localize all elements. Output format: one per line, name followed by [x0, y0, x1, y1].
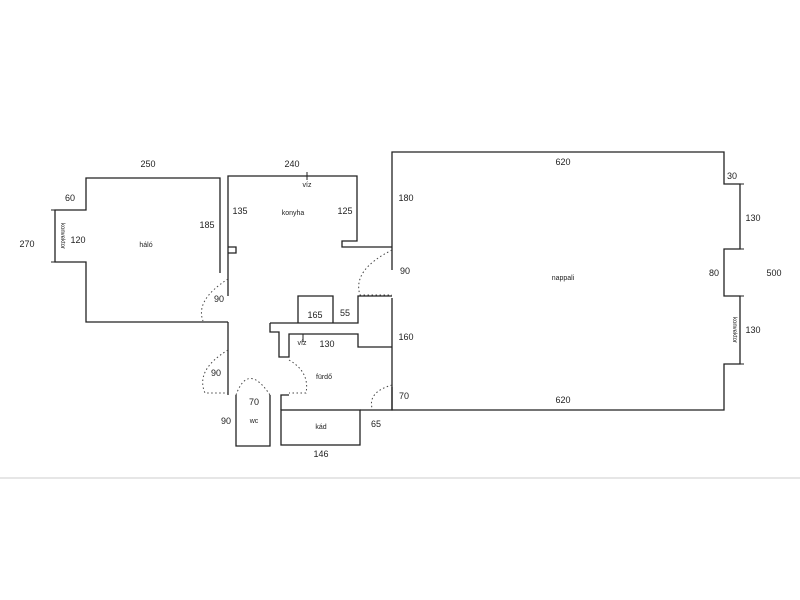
- dim-65: 65: [371, 419, 381, 429]
- room-label-wc: wc: [249, 418, 259, 425]
- room-label-halo: háló: [139, 242, 152, 249]
- dim-door-left-lower: 90: [211, 368, 221, 378]
- bathtub: [280, 409, 361, 446]
- wc-wall: [235, 395, 271, 447]
- dim-kad-146: 146: [313, 449, 328, 459]
- dim-nappali-130-lower: 130: [745, 325, 760, 335]
- label-viz-kitchen: víz: [303, 182, 312, 189]
- dim-door-nappali: 90: [400, 266, 410, 276]
- bedroom-wall: [54, 177, 228, 323]
- dim-door-70-top: 70: [249, 397, 259, 407]
- room-label-nappali: nappali: [552, 275, 575, 282]
- dim-160: 160: [398, 332, 413, 342]
- dim-nappali-bottom: 620: [555, 395, 570, 405]
- dim-box-165: 165: [307, 310, 322, 320]
- room-label-kad: kád: [315, 424, 326, 431]
- dim-door-halo: 90: [214, 294, 224, 304]
- dim-halo-top: 250: [140, 159, 155, 169]
- dim-wc-90: 90: [221, 416, 231, 426]
- bath-water-wall: [269, 323, 392, 358]
- dim-halo-right: 185: [199, 220, 214, 230]
- dim-konyha-right: 125: [337, 206, 352, 216]
- dim-nappali-left: 180: [398, 193, 413, 203]
- dim-nappali-top: 620: [555, 157, 570, 167]
- label-konvektor-halo: konvektor: [59, 223, 65, 249]
- dim-nappali-30: 30: [727, 171, 737, 181]
- dim-konyha-left: 135: [232, 206, 247, 216]
- door-swing-living: [358, 249, 393, 296]
- label-viz-bath: víz: [298, 340, 307, 347]
- label-konvektor-nappali: konvektor: [731, 317, 737, 343]
- door-swing-wc: [235, 378, 271, 396]
- cabinet-165: [297, 295, 334, 323]
- dim-door-70-right: 70: [399, 391, 409, 401]
- dim-nappali-80: 80: [709, 268, 719, 278]
- kitchen-jamb: [228, 246, 237, 254]
- dim-halo-inner: 120: [70, 235, 85, 245]
- living-room-wall: [391, 151, 741, 411]
- dim-viz-130: 130: [319, 339, 334, 349]
- room-label-konyha: konyha: [282, 210, 305, 217]
- dim-nappali-500: 500: [766, 268, 781, 278]
- room-label-furdo: fürdő: [316, 374, 332, 381]
- kitchen-wall: [227, 175, 392, 296]
- dim-halo-left: 270: [19, 239, 34, 249]
- dim-nappali-130-upper: 130: [745, 213, 760, 223]
- bath-left-wall: [280, 394, 289, 410]
- bath-lower-wall: [360, 387, 393, 411]
- dim-halo-notch: 60: [65, 193, 75, 203]
- door-swing-bedroom: [201, 278, 229, 322]
- door-swing-bath-right: [370, 384, 393, 409]
- bath-upper-wall: [270, 295, 392, 324]
- door-swing-bath: [288, 359, 308, 394]
- dim-55: 55: [340, 308, 350, 318]
- dim-konyha-top: 240: [284, 159, 299, 169]
